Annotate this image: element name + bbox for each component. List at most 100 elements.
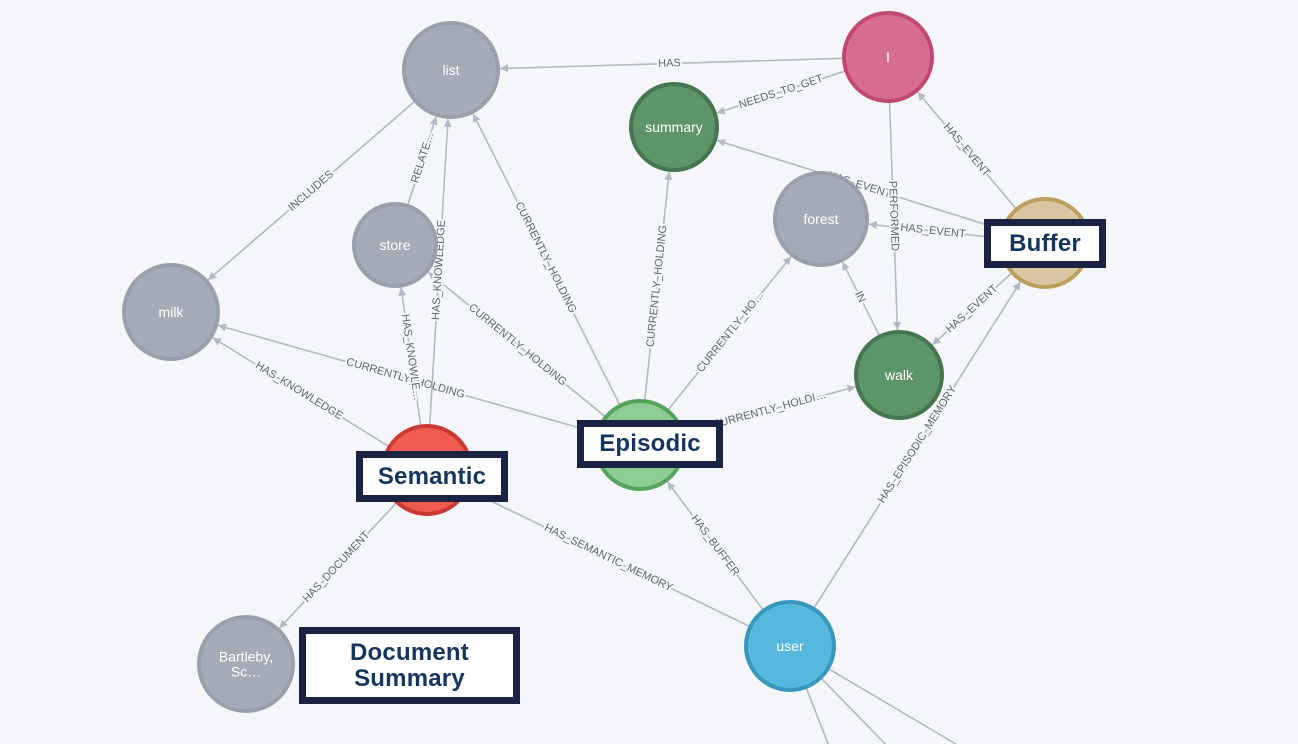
node-circle[interactable] bbox=[629, 82, 719, 172]
edge-line[interactable] bbox=[716, 139, 1003, 231]
node-circle[interactable] bbox=[594, 399, 686, 491]
edge-label[interactable]: IN bbox=[850, 287, 870, 306]
graph-node-i[interactable]: I bbox=[842, 11, 934, 103]
edge-label[interactable]: CURRENTLY_HOLDI… bbox=[709, 387, 829, 433]
node-caption: I bbox=[886, 49, 890, 65]
edge-line[interactable] bbox=[888, 101, 899, 331]
graph-node-buffer[interactable] bbox=[999, 197, 1091, 289]
edge-label[interactable]: RELATE… bbox=[407, 128, 439, 186]
edge-label[interactable]: CURRENTLY_HOLDING bbox=[343, 354, 468, 403]
graph-node-list[interactable]: list bbox=[402, 21, 500, 119]
graph-edge[interactable]: HAS_EVENT bbox=[917, 91, 1017, 210]
edge-line[interactable] bbox=[917, 91, 1017, 210]
edge-line[interactable] bbox=[278, 502, 397, 629]
node-caption: walk bbox=[884, 367, 914, 383]
graph-node-milk[interactable]: milk bbox=[122, 263, 220, 361]
graph-node-walk[interactable]: walk bbox=[854, 330, 944, 420]
graph-edge[interactable]: HAS_EPISODIC_MEMORY bbox=[813, 281, 1022, 609]
edge-line[interactable] bbox=[841, 261, 881, 337]
edge-line[interactable] bbox=[428, 118, 449, 426]
graph-node-semantic[interactable] bbox=[381, 424, 473, 516]
graph-edge[interactable]: HAS_DOCUMENT bbox=[278, 502, 397, 629]
edge-line[interactable] bbox=[407, 116, 437, 206]
edge-label[interactable]: NEEDS_TO_GET bbox=[735, 71, 826, 114]
graph-edge[interactable]: HAS_EVENT bbox=[931, 272, 1013, 346]
graph-node-episodic[interactable] bbox=[594, 399, 686, 491]
graph-edge[interactable]: IN bbox=[841, 261, 881, 337]
edge-line[interactable] bbox=[868, 223, 1001, 240]
edge-label[interactable]: HAS_DOCUMENT bbox=[299, 527, 375, 607]
node-circle[interactable] bbox=[744, 600, 836, 692]
node-circle[interactable] bbox=[122, 263, 220, 361]
edge-label[interactable]: HAS_KNOWLEDGE bbox=[251, 358, 347, 425]
edge-line[interactable] bbox=[667, 255, 792, 411]
edge-line[interactable] bbox=[820, 677, 928, 744]
graph-edge[interactable]: CURRENTLY_HOLDI… bbox=[683, 384, 856, 435]
node-circle[interactable] bbox=[197, 615, 295, 713]
edge-label[interactable]: HAS_KNOWLE… bbox=[397, 311, 425, 403]
edge-line[interactable] bbox=[217, 324, 597, 434]
node-circle[interactable] bbox=[999, 197, 1091, 289]
node-circle[interactable] bbox=[854, 330, 944, 420]
edge-line[interactable] bbox=[931, 272, 1013, 346]
node-caption: forest bbox=[803, 211, 838, 227]
edge-line[interactable] bbox=[499, 57, 844, 70]
edge-line[interactable] bbox=[468, 489, 750, 628]
node-circle[interactable] bbox=[381, 424, 473, 516]
graph-node-store[interactable]: store bbox=[352, 202, 438, 288]
edge-arrowhead bbox=[398, 287, 407, 297]
edge-arrowhead bbox=[917, 92, 926, 101]
edge-line[interactable] bbox=[716, 70, 846, 114]
edge-line[interactable] bbox=[666, 481, 764, 611]
node-caption: Bartleby,Sc… bbox=[219, 649, 273, 680]
edge-arrowhead bbox=[218, 323, 227, 332]
graph-edge[interactable] bbox=[828, 668, 1009, 744]
node-circle[interactable] bbox=[773, 171, 869, 267]
edge-line[interactable] bbox=[207, 100, 416, 281]
graph-edge[interactable]: HAS_KNOWLE… bbox=[397, 287, 425, 426]
edge-arrowhead bbox=[664, 171, 673, 181]
edge-label[interactable]: PERFORMED bbox=[884, 179, 902, 254]
edge-arrowhead bbox=[443, 118, 452, 128]
edge-label[interactable]: INCLUDES bbox=[284, 166, 338, 215]
edge-label[interactable]: HAS_BUFFER bbox=[686, 511, 743, 581]
edge-line[interactable] bbox=[805, 687, 849, 744]
graph-node-user[interactable]: user bbox=[744, 600, 836, 692]
edge-label[interactable]: CURRENTLY_HOLDING bbox=[511, 198, 581, 317]
node-circle[interactable] bbox=[352, 202, 438, 288]
graph-edge[interactable]: HAS bbox=[499, 55, 844, 73]
graph-edge[interactable]: HAS_SEMANTIC_MEMORY bbox=[468, 489, 750, 628]
edge-label[interactable]: HAS_EVENT bbox=[898, 220, 969, 243]
graph-edge[interactable]: RELATE… bbox=[407, 116, 439, 206]
edge-label[interactable]: HAS bbox=[656, 55, 683, 72]
edge-label[interactable]: CURRENTLY_HO… bbox=[693, 287, 769, 377]
node-caption: store bbox=[379, 237, 410, 253]
edge-line[interactable] bbox=[472, 113, 621, 406]
node-circle[interactable] bbox=[842, 11, 934, 103]
edge-label[interactable]: HAS_SEMANTIC_MEMORY bbox=[540, 520, 677, 597]
edge-label[interactable]: HAS_EVENT bbox=[939, 119, 995, 181]
graph-edge[interactable]: HAS_BUFFER bbox=[666, 481, 764, 611]
edge-line[interactable] bbox=[212, 337, 390, 448]
edge-line[interactable] bbox=[427, 271, 606, 418]
edge-label[interactable]: CURRENTLY_HOLDING bbox=[643, 222, 672, 349]
node-caption: summary bbox=[645, 119, 703, 135]
edge-line[interactable] bbox=[400, 287, 422, 426]
node-circle[interactable] bbox=[402, 21, 500, 119]
graph-node-summary[interactable]: summary bbox=[629, 82, 719, 172]
edge-line[interactable] bbox=[828, 668, 1009, 744]
edge-line[interactable] bbox=[813, 281, 1022, 609]
graph-edge[interactable]: HAS_KNOWLEDGE bbox=[428, 118, 452, 426]
graph-node-bartleby[interactable]: Bartleby,Sc… bbox=[197, 615, 295, 713]
edge-line[interactable] bbox=[643, 171, 671, 401]
graph-edge[interactable]: PERFORMED bbox=[884, 101, 903, 331]
edge-label[interactable]: CURRENTLY_HOLDING bbox=[464, 300, 571, 391]
graph-edge[interactable] bbox=[820, 677, 928, 744]
graph-edge[interactable]: CURRENTLY_HO… bbox=[667, 255, 792, 411]
graph-edge[interactable]: CURRENTLY_HOLDING bbox=[643, 171, 673, 401]
graph-node-forest[interactable]: forest bbox=[773, 171, 869, 267]
graph-edge[interactable]: NEEDS_TO_GET bbox=[716, 70, 846, 115]
graph-edge[interactable] bbox=[805, 687, 849, 744]
graph-edge[interactable]: HAS_KNOWLEDGE bbox=[212, 337, 390, 448]
